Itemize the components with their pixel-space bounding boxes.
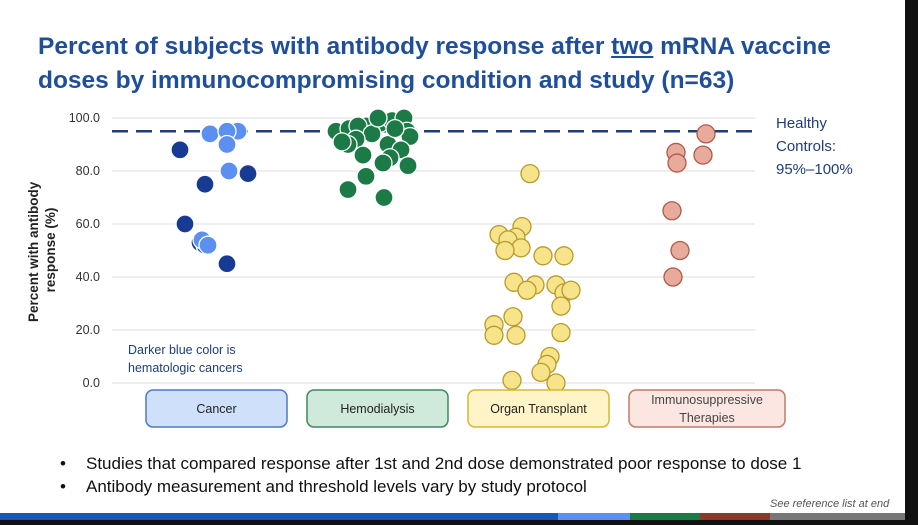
reference-label-line: Healthy xyxy=(776,115,827,132)
title-underlined-word: two xyxy=(611,33,654,60)
data-point xyxy=(373,153,393,173)
page-title: Percent of subjects with antibody respon… xyxy=(38,30,898,98)
y-tick-label: 0.0 xyxy=(83,376,100,390)
grid-layer xyxy=(112,117,755,384)
data-point xyxy=(551,322,571,343)
category-box xyxy=(467,389,610,428)
hematologic-note: Darker blue color is hematologic cancers xyxy=(128,343,243,375)
data-point xyxy=(217,134,237,155)
y-axis-label: Percent with antibody response (%) xyxy=(26,178,58,322)
bottom-bar-segment xyxy=(0,513,558,520)
bottom-bar-segment xyxy=(770,513,905,520)
data-point xyxy=(356,166,376,186)
data-point xyxy=(195,174,215,194)
data-point xyxy=(693,145,713,165)
data-point xyxy=(670,240,690,261)
bottom-color-bar xyxy=(0,513,905,520)
bullet-item: Studies that compared response after 1st… xyxy=(60,452,801,475)
category-box xyxy=(628,389,786,428)
data-point xyxy=(502,370,522,391)
data-point xyxy=(338,179,358,200)
data-point xyxy=(200,124,220,144)
data-point xyxy=(551,296,571,316)
data-point xyxy=(198,235,218,255)
data-point xyxy=(368,108,388,128)
data-point xyxy=(520,163,540,184)
y-tick-label: 100.0 xyxy=(69,111,100,125)
category-label-line: Immunosuppressive xyxy=(651,393,763,407)
data-point xyxy=(332,132,352,152)
reference-note: See reference list at end xyxy=(770,498,890,510)
reference-label-line: 95%–100% xyxy=(776,161,853,178)
bottom-bar-segment xyxy=(558,513,630,520)
data-point xyxy=(506,325,526,345)
bottom-bar-segment xyxy=(700,513,770,520)
title-part2: mRNA vaccine doses by immunocompromising… xyxy=(38,33,831,94)
y-tick-label: 20.0 xyxy=(76,323,100,337)
data-point xyxy=(170,140,190,160)
data-point xyxy=(554,246,574,266)
y-tick-labels: 0.0 20.0 40.0 60.0 80.0 100.0 xyxy=(69,111,100,390)
category-label-line: Therapies xyxy=(679,411,735,425)
y-axis-label-line-1: Percent with antibody xyxy=(26,181,41,322)
data-point xyxy=(662,201,682,221)
data-point xyxy=(175,214,195,234)
data-point xyxy=(374,187,394,208)
title-part1: Percent of subjects with antibody respon… xyxy=(38,33,612,60)
data-point xyxy=(503,307,523,327)
hematologic-note-line: hematologic cancers xyxy=(128,361,243,375)
y-tick-label: 40.0 xyxy=(76,270,100,284)
reference-label-line: Controls: xyxy=(776,138,836,155)
data-point xyxy=(533,246,553,266)
data-point xyxy=(400,126,420,147)
bullet-list: Studies that compared response after 1st… xyxy=(60,452,801,498)
category-label: Cancer xyxy=(196,402,236,416)
data-point xyxy=(484,325,504,345)
y-axis-label-line-2: response (%) xyxy=(43,208,58,293)
hematologic-note-line: Darker blue color is xyxy=(128,343,236,357)
bullet-item: Antibody measurement and threshold level… xyxy=(60,475,801,498)
data-point xyxy=(511,238,531,258)
category-label: Hemodialysis xyxy=(340,402,414,416)
category-box xyxy=(145,389,288,428)
data-point xyxy=(667,153,687,173)
data-point xyxy=(217,254,237,274)
data-point xyxy=(385,118,405,139)
data-points xyxy=(170,108,716,393)
screen-frame-right xyxy=(905,0,918,525)
data-point xyxy=(663,267,683,287)
screen-frame-bottom xyxy=(0,518,918,525)
bottom-bar-segment xyxy=(630,513,700,520)
data-point xyxy=(398,156,418,176)
data-point xyxy=(495,240,515,261)
data-point xyxy=(238,163,258,184)
data-point xyxy=(561,280,581,300)
category-labels: Cancer Hemodialysis Organ Transplant Immuno… xyxy=(145,389,786,428)
scatter-chart: 0.0 20.0 40.0 60.0 80.0 100.0 Percent with an… xyxy=(26,108,853,428)
category-box xyxy=(306,389,449,428)
y-tick-label: 60.0 xyxy=(76,217,100,231)
data-point xyxy=(517,280,537,300)
data-point xyxy=(353,145,373,165)
data-point xyxy=(531,362,551,383)
data-point xyxy=(696,124,716,144)
y-tick-label: 80.0 xyxy=(76,164,100,178)
data-point xyxy=(219,161,239,181)
category-label: Organ Transplant xyxy=(490,402,587,416)
